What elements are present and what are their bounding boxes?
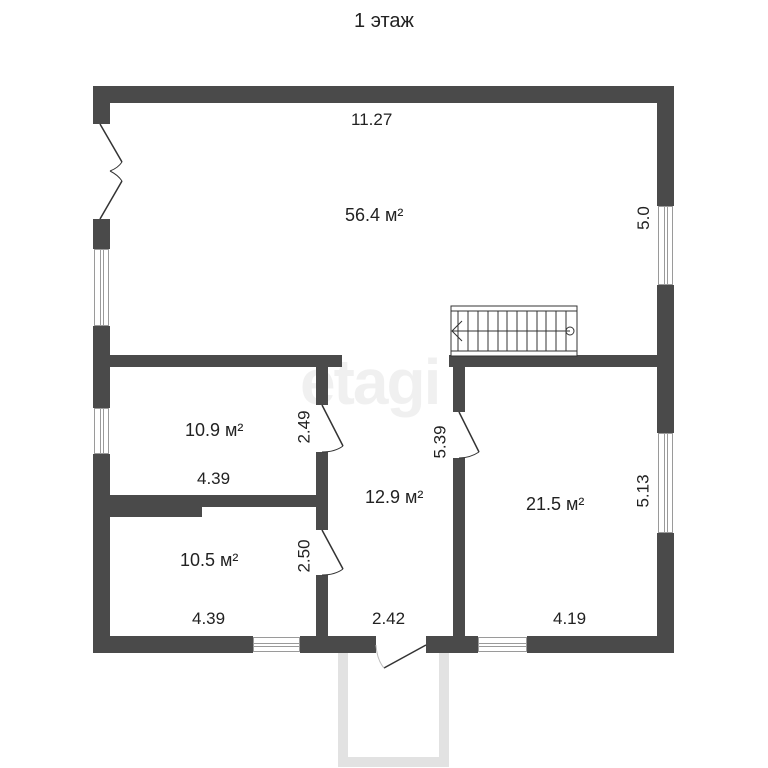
- wall-rooms-divider-thick: [108, 495, 202, 517]
- wall-hall-left-top: [316, 367, 328, 405]
- wall-living-right-partition: [449, 355, 659, 367]
- floor-title: 1 этаж: [354, 10, 414, 32]
- wall-living-left-partition: [108, 355, 342, 367]
- outer-wall-bottom-right: [426, 636, 478, 653]
- room-10-9-area-label: 10.9 м²: [185, 420, 244, 440]
- door-room-10-9-icon: [321, 404, 344, 453]
- outer-wall-right-1: [657, 86, 674, 206]
- room-10-5-depth-label: 2.50: [294, 539, 314, 573]
- living-area-label: 56.4 м²: [345, 205, 404, 225]
- door-entrance-icon: [375, 644, 427, 669]
- door-left-double-icon: [99, 123, 123, 220]
- hall-area-label: 12.9 м²: [365, 487, 424, 507]
- window-bottom-1: [253, 637, 300, 652]
- window-right-2: [658, 433, 673, 533]
- outer-wall-right-2: [657, 285, 674, 433]
- room-10-5-width-label: 4.39: [192, 609, 226, 628]
- hall-depth-label: 5.39: [430, 425, 450, 459]
- porch-icon: [338, 653, 449, 767]
- window-left-1: [94, 249, 109, 326]
- stairs-icon: [450, 305, 578, 357]
- room-21-5-width-label: 4.19: [553, 609, 587, 628]
- outer-wall-bottom-far-right: [527, 636, 674, 653]
- window-left-2: [94, 408, 109, 454]
- room-10-9-depth-label: 2.49: [294, 410, 314, 444]
- wall-hall-right-bottom: [453, 458, 465, 640]
- outer-wall-left-3: [93, 326, 110, 408]
- wall-hall-right-top: [453, 355, 465, 412]
- outer-wall-bottom-left: [93, 636, 253, 653]
- room-10-9-width-label: 4.39: [197, 469, 231, 488]
- window-right-1: [658, 206, 673, 285]
- outer-wall-left-1: [93, 86, 110, 124]
- room-21-5-area-label: 21.5 м²: [526, 494, 585, 514]
- hall-width-label: 2.42: [372, 609, 406, 628]
- living-depth-label: 5.0: [633, 206, 653, 230]
- window-bottom-2: [478, 637, 527, 652]
- outer-wall-left-2: [93, 219, 110, 249]
- outer-wall-bottom-mid: [300, 636, 376, 653]
- room-10-5-area-label: 10.5 м²: [180, 550, 239, 570]
- door-room-21-5-icon: [458, 411, 480, 459]
- wall-hall-left-bottom: [316, 575, 328, 640]
- outer-wall-right-3: [657, 533, 674, 653]
- outer-wall-top: [93, 86, 674, 103]
- living-width-label: 11.27: [351, 110, 393, 129]
- outer-wall-left-4: [93, 454, 110, 653]
- room-21-5-depth-label: 5.13: [633, 474, 653, 508]
- wall-hall-left-mid: [316, 452, 328, 530]
- door-room-10-5-icon: [321, 529, 344, 576]
